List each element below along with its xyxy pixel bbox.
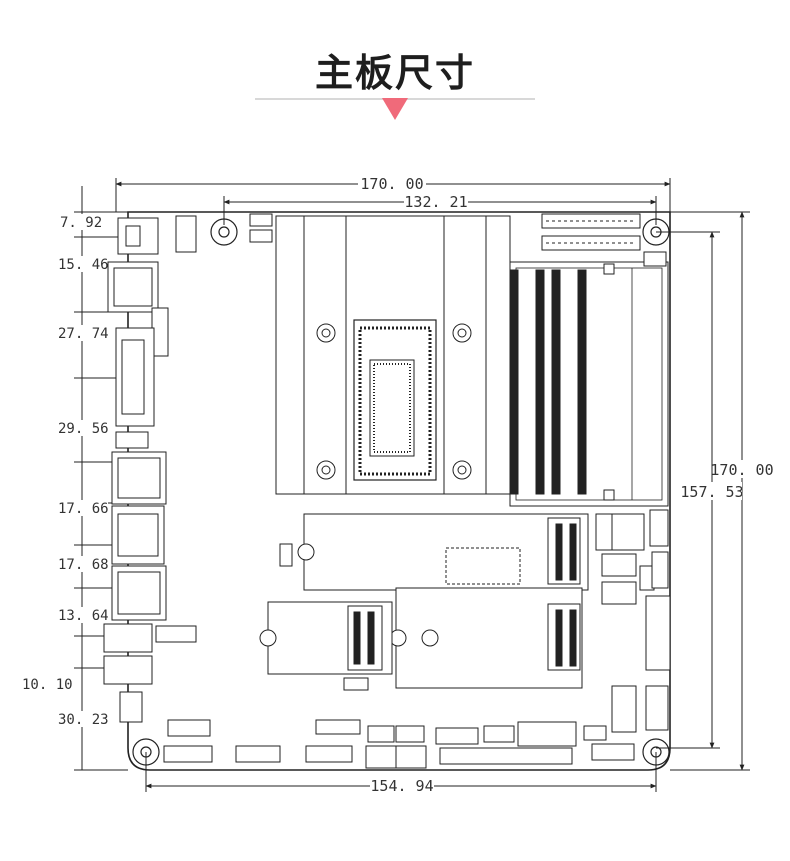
- dim-left-9: 30. 23: [58, 712, 109, 728]
- mounting-hole-bottom-right: [642, 738, 670, 766]
- mounting-hole-bottom-left: [132, 738, 160, 766]
- front-audio-header: [155, 625, 197, 643]
- cpu-die: [353, 319, 437, 481]
- dim-left-5: 17. 66: [58, 501, 109, 517]
- hdmi-port: [115, 431, 149, 449]
- rear-io-stack: [103, 217, 197, 723]
- right-side-headers: [595, 509, 671, 733]
- mounting-hole-top-right: [642, 218, 670, 246]
- dim-right-total: 170. 00: [710, 461, 773, 479]
- m2-slots: [259, 513, 589, 691]
- dim-bottom-mount: 154. 94: [370, 777, 433, 795]
- dim-left-4: 29. 56: [58, 421, 109, 437]
- mounting-hole-top-left: [210, 218, 238, 246]
- page-title: 主板尺寸: [314, 51, 475, 95]
- sodimm-slots: [509, 261, 669, 507]
- dim-left-1: 7. 92: [60, 215, 102, 231]
- mounting-holes: [132, 218, 670, 766]
- left-dimension-group: [74, 186, 128, 771]
- title-pointer-triangle: [382, 98, 408, 120]
- cpu-heatsink: [275, 215, 511, 495]
- dim-left-2: 15. 46: [58, 257, 109, 273]
- dim-left-3: 27. 74: [58, 326, 109, 342]
- bottom-edge-headers: [163, 719, 635, 769]
- audio-jack-1: [103, 623, 153, 653]
- dim-top-total: 170. 00: [360, 175, 423, 193]
- audio-jack-2: [103, 655, 153, 685]
- dim-left-6: 17. 68: [58, 557, 109, 573]
- board-outline: [127, 211, 671, 771]
- dim-right-mount: 157. 53: [680, 483, 743, 501]
- dim-top-mount: 132. 21: [404, 193, 467, 211]
- dim-left-8: 10. 10: [22, 677, 73, 693]
- left-dimension-labels: 7. 92 15. 46 27. 74 29. 56 17. 66 17. 68…: [20, 214, 109, 728]
- dim-left-7: 13. 64: [58, 608, 109, 624]
- top-pin-headers: [175, 213, 667, 267]
